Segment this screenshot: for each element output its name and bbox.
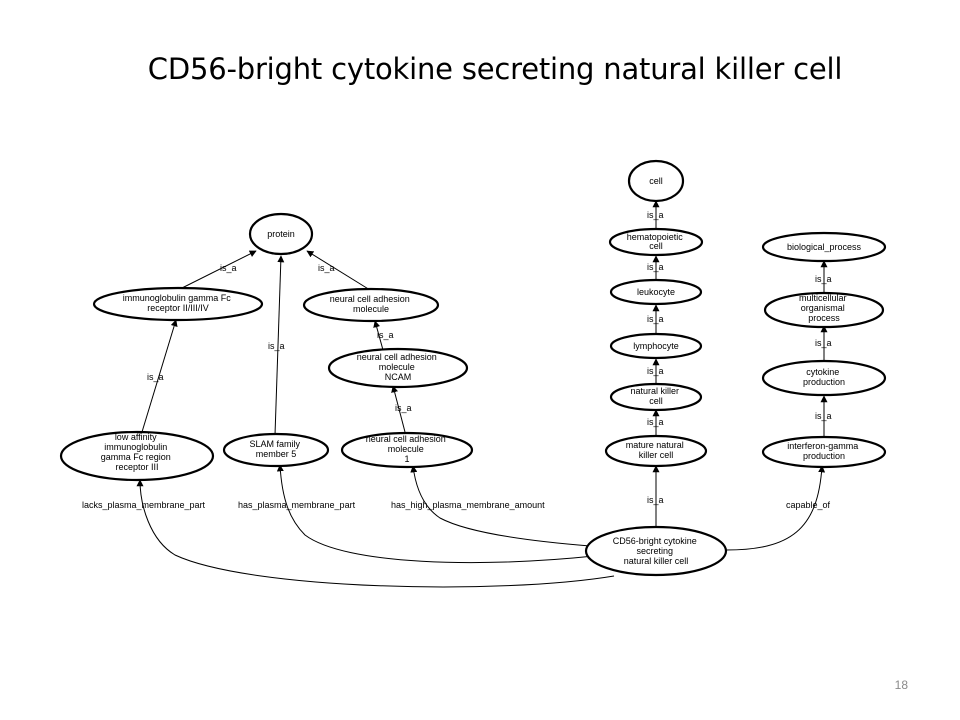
- edge-label: is_a: [647, 314, 664, 324]
- svg-text:CD56-bright cytokine sec: CD56-bright cytokine secreting natural k…: [613, 536, 700, 566]
- svg-text:low affinity immunoglobu: low affinity immunoglobulin gamma Fc reg…: [101, 432, 174, 472]
- svg-text:neural cell adhesion mol: neural cell adhesion molecule 1: [366, 434, 449, 464]
- node-interferon-gamma-production: interferon-gamma production: [761, 435, 887, 469]
- edge-has-plasma-membrane-part: has_plasma_membrane_part: [238, 464, 595, 564]
- edge-cd56-to-mature: is_a: [647, 465, 664, 527]
- edge-fc-to-protein: is_a: [177, 250, 257, 291]
- node-cd56-bright: CD56-bright cytokine secreting natural k…: [584, 525, 728, 577]
- svg-text:mature natural killer ce: mature natural killer cell: [626, 440, 687, 460]
- node-biological-process: biological_process: [761, 231, 887, 263]
- edge-ncam-to-protein: is_a: [306, 250, 371, 291]
- edge-lowaff-to-fc: is_a: [141, 319, 178, 433]
- edge-label: lacks_plasma_membrane_part: [82, 500, 206, 510]
- edge-label: is_a: [647, 210, 664, 220]
- node-leukocyte: leukocyte: [609, 278, 703, 306]
- node-fc-receptor: immunoglobulin gamma Fc receptor II/III/…: [92, 286, 264, 322]
- node-ncam-ncam: neural cell adhesion molecule NCAM: [327, 347, 469, 389]
- slide-title: CD56-bright cytokine secreting natural k…: [147, 52, 843, 86]
- node-low-affinity: low affinity immunoglobulin gamma Fc reg…: [59, 430, 215, 482]
- svg-text:neural cell adhesion mol: neural cell adhesion molecule NCAM: [357, 352, 440, 382]
- edge-label: is_a: [815, 274, 832, 284]
- node-lymphocyte: lymphocyte: [609, 332, 703, 360]
- edge-ncamncam-to-ncam: is_a: [373, 320, 394, 351]
- edge-mature-to-nk: is_a: [647, 409, 664, 435]
- edge-multi-to-bio: is_a: [815, 260, 832, 294]
- edge-label: is_a: [147, 372, 164, 382]
- edge-label: is_a: [815, 338, 832, 348]
- svg-text:cell: cell: [649, 176, 663, 186]
- edge-label: has_plasma_membrane_part: [238, 500, 356, 510]
- node-mature-natural-killer-cell: mature natural killer cell: [604, 434, 708, 468]
- edge-label: is_a: [815, 411, 832, 421]
- edge-label: is_a: [220, 263, 237, 273]
- svg-text:neural cell adhesion mol: neural cell adhesion molecule: [330, 294, 413, 314]
- svg-text:cytokine production: cytokine production: [803, 367, 845, 387]
- edge-label: is_a: [395, 403, 412, 413]
- edge-lacks-plasma-membrane-part: lacks_plasma_membrane_part: [82, 479, 615, 588]
- edge-label: is_a: [647, 262, 664, 272]
- edge-ncam1-to-ncamncam: is_a: [391, 385, 412, 433]
- node-protein: protein: [248, 212, 314, 256]
- svg-text:leukocyte: leukocyte: [637, 287, 675, 297]
- page-number: 18: [894, 678, 908, 692]
- node-multicellular-process: multicellular organismal process: [763, 291, 885, 329]
- node-ncam1: neural cell adhesion molecule 1: [340, 431, 474, 469]
- svg-text:multicellular organismal: multicellular organismal process: [799, 293, 849, 323]
- edge-label: is_a: [377, 330, 394, 340]
- edge-hemato-to-cell: is_a: [647, 200, 664, 229]
- edge-label: capable_of: [786, 500, 831, 510]
- edge-capable-of: capable_of: [725, 465, 831, 551]
- edge-has-high-plasma-membrane-amount: has_high_plasma_membrane_amount: [391, 465, 591, 547]
- edge-label: is_a: [318, 263, 335, 273]
- svg-text:lymphocyte: lymphocyte: [633, 341, 679, 351]
- edge-cytokine-to-multi: is_a: [815, 325, 832, 362]
- edge-label: is_a: [647, 417, 664, 427]
- svg-text:hematopoietic cell: hematopoietic cell: [627, 232, 686, 251]
- svg-text:SLAM family member 5: SLAM family member 5: [249, 439, 302, 459]
- edge-ifn-to-cytokine: is_a: [815, 395, 832, 437]
- svg-text:interferon-gamma product: interferon-gamma production: [787, 441, 861, 461]
- node-cytokine-production: cytokine production: [761, 359, 887, 397]
- edge-nk-to-lympho: is_a: [647, 358, 664, 384]
- edge-lympho-to-leuko: is_a: [647, 304, 664, 333]
- edge-label: has_high_plasma_membrane_amount: [391, 500, 545, 510]
- edge-label: is_a: [647, 366, 664, 376]
- node-ncam: neural cell adhesion molecule: [302, 287, 440, 323]
- edge-leuko-to-hemato: is_a: [647, 255, 664, 280]
- svg-text:biological_process: biological_process: [787, 242, 862, 252]
- edge-label: is_a: [268, 341, 285, 351]
- edge-slam-to-protein: is_a: [268, 255, 285, 436]
- node-natural-killer-cell: natural killer cell: [609, 382, 703, 412]
- svg-text:immunoglobulin gamma Fc: immunoglobulin gamma Fc receptor II/III/…: [123, 293, 234, 313]
- edge-label: is_a: [647, 495, 664, 505]
- node-slam: SLAM family member 5: [222, 432, 330, 468]
- node-hematopoietic: hematopoietic cell: [608, 227, 704, 257]
- svg-text:protein: protein: [267, 229, 295, 239]
- node-cell: cell: [627, 159, 685, 203]
- svg-text:natural killer cell: natural killer cell: [630, 386, 681, 406]
